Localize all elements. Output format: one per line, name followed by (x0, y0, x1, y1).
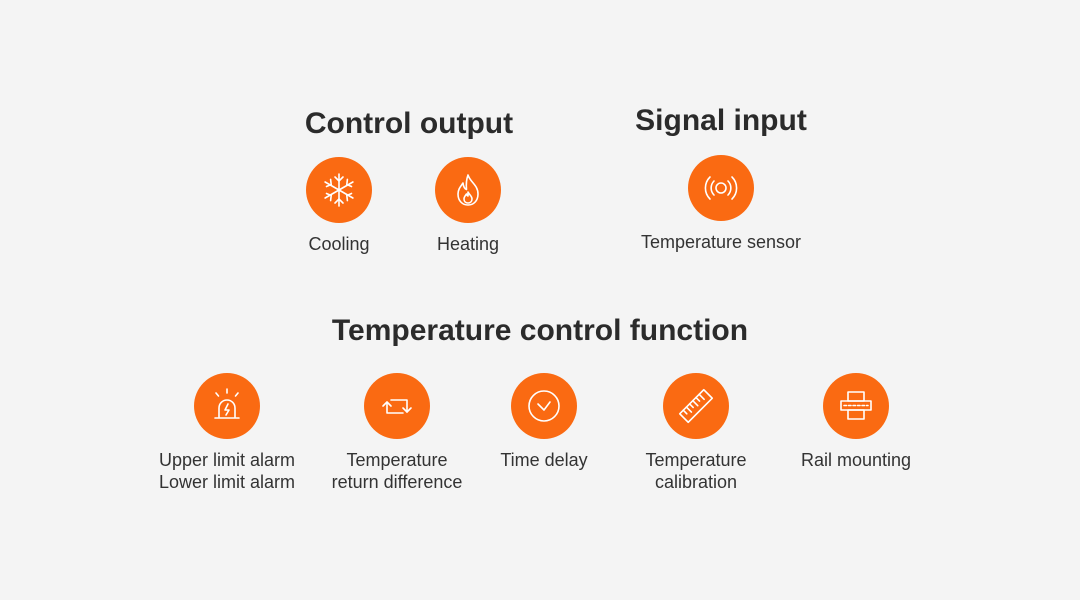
rail-mount-icon (840, 391, 872, 420)
rail-mounting-label: Rail mounting (801, 449, 911, 471)
return-difference-line-1: Temperature (346, 450, 448, 470)
feature-rail-mounting: Rail mounting (761, 373, 951, 471)
upper-limit-alarm-text: Upper limit alarm (158, 450, 296, 470)
heating-label: Heating (436, 234, 500, 254)
temperature-calibration-label: Temperature calibration (645, 449, 746, 493)
flame-icon (457, 174, 479, 206)
temperature-control-function-heading: Temperature control function (331, 314, 749, 347)
temperature-sensor-label: Temperature sensor (640, 232, 802, 252)
feature-temperature-calibration: Temperature calibration (601, 373, 791, 493)
feature-temperature-sensor: Temperature sensor (626, 155, 816, 253)
temperature-calibration-line-1: Temperature (645, 450, 747, 470)
alarm-siren-icon (214, 388, 240, 419)
sensor-icon-circle (688, 155, 754, 221)
return-difference-label: Temperature return difference (332, 449, 463, 493)
feature-return-difference: Temperature return difference (302, 373, 492, 493)
feature-cooling: Cooling (244, 157, 434, 255)
snowflake-icon (324, 173, 354, 207)
temperature-calibration-line-2: calibration (654, 472, 738, 492)
return-icon-circle (364, 373, 430, 439)
feature-heating: Heating (373, 157, 563, 255)
signal-input-heading: Signal input (635, 104, 807, 137)
rail-icon-circle (823, 373, 889, 439)
control-output-heading: Control output (304, 107, 514, 140)
sensor-waves-icon (704, 176, 738, 200)
lower-limit-alarm-text: Lower limit alarm (158, 472, 296, 492)
feature-time-delay: Time delay (449, 373, 639, 471)
heating-icon-circle (435, 157, 501, 223)
cooling-label: Cooling (308, 234, 370, 254)
return-difference-line-2: return difference (331, 472, 463, 492)
time-delay-label: Time delay (500, 449, 587, 471)
ruler-icon (678, 388, 714, 424)
ruler-icon-circle (663, 373, 729, 439)
clock-icon-circle (511, 373, 577, 439)
feature-limit-alarm: Upper limit alarm Lower limit alarm (132, 373, 322, 493)
alarm-icon-circle (194, 373, 260, 439)
time-delay-text: Time delay (500, 450, 588, 470)
return-cycle-icon (382, 399, 412, 414)
rail-mounting-text: Rail mounting (800, 450, 912, 470)
clock-icon (528, 390, 560, 422)
cooling-icon-circle (306, 157, 372, 223)
limit-alarm-label: Upper limit alarm Lower limit alarm (159, 449, 295, 493)
